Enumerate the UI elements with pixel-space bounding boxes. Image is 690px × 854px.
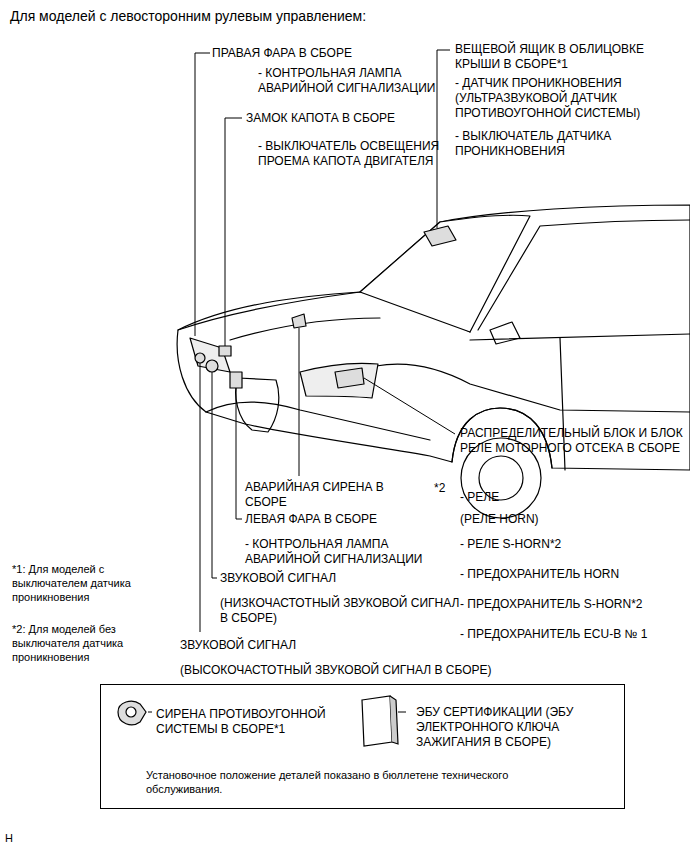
leader-line [236,388,242,519]
part-label: ЗВУКОВОЙ СИГНАЛ [180,638,380,653]
leader-line [148,712,152,713]
legend-box: СИРЕНА ПРОТИВОУГОННОЙ СИСТЕМЫ В СБОРЕ*1 Э… [100,684,625,809]
horn-low [206,360,218,372]
part-label: ВЕЩЕВОЙ ЯЩИК В ОБЛИЦОВКЕ КРЫШИ В СБОРЕ*1 [455,42,685,72]
sub-label: (НИЗКОЧАСТОТНЫЙ ЗВУКОВОЙ СИГНАЛ В СБОРЕ) [220,596,460,626]
sub-label: - КОНТРОЛЬНАЯ ЛАМПА АВАРИЙНОЙ СИГНАЛИЗАЦ… [258,66,458,96]
part-label: ЗВУКОВОЙ СИГНАЛ [220,571,420,586]
sub-label: - ВЫКЛЮЧАТЕЛЬ ОСВЕЩЕНИЯ ПРОЕМА КАПОТА ДВ… [258,139,448,169]
siren-icon-detail [126,707,136,717]
footnote: *1: Для моделей с выключателем датчика п… [12,563,172,604]
leader-line [398,712,406,713]
siren [230,372,242,388]
footnote-mark: *2 [434,481,464,496]
leader-line [195,53,210,336]
fender-line [376,364,690,412]
sub-label: - РЕЛЕ [460,490,660,505]
sub-label: (ВЫСОКОЧАСТОТНЫЙ ЗВУКОВОЙ СИГНАЛ В СБОРЕ… [180,663,510,678]
part-label: АВАРИЙНАЯ СИРЕНА В СБОРЕ [245,480,420,510]
hood-lock [219,346,231,356]
leader-line [225,118,242,346]
part-label: ЛЕВАЯ ФАРА В СБОРЕ [245,512,435,527]
horn-high [195,353,205,363]
leader-line [212,372,217,578]
sub-label: - ПРЕДОХРАНИТЕЛЬ ECU-B № 1 [460,627,685,642]
part-label: ЗАМОК КАПОТА В СБОРЕ [246,111,446,126]
left-headlamp [300,363,378,398]
siren-icon [118,701,146,725]
leader-line [200,363,201,632]
part-label: ЭБУ СЕРТИФИКАЦИИ (ЭБУ ЭЛЕКТРОННОГО КЛЮЧА… [416,705,601,750]
ecu-icon [362,696,392,746]
relay-block [335,368,364,388]
footnote: *2: Для моделей без выключателя датчика … [12,623,172,664]
leader-line [364,378,455,434]
part-label: ПРАВАЯ ФАРА В СБОРЕ [212,46,442,61]
sub-label: - ПРЕДОХРАНИТЕЛЬ HORN [460,567,660,582]
part-label: РАСПРЕДЕЛИТЕЛЬНЫЙ БЛОК И БЛОК РЕЛЕ МОТОР… [460,426,685,456]
sub-label: - КОНТРОЛЬНАЯ ЛАМПА АВАРИЙНОЙ СИГНАЛИЗАЦ… [245,537,455,567]
bumper-line [206,402,430,440]
car-body [177,205,690,470]
ecu-icon-edge [390,696,398,744]
part-label: СИРЕНА ПРОТИВОУГОННОЙ СИСТЕМЫ В СБОРЕ*1 [156,707,331,737]
note-text: Установочное положение деталей показано … [146,769,586,797]
sub-label: - ДАТЧИК ПРОНИКНОВЕНИЯ (УЛЬТРАЗВУКОВОЙ Д… [455,76,685,121]
title: Для моделей с левосторонним рулевым упра… [10,8,650,26]
sub-label: - ПРЕДОХРАНИТЕЛЬ S-HORN*2 [460,597,660,612]
sub-label: (РЕЛЕ HORN) [460,512,660,527]
figure-code: H [5,832,25,846]
sub-label: - ВЫКЛЮЧАТЕЛЬ ДАТЧИКА ПРОНИКНОВЕНИЯ [455,129,685,159]
right-headlamp [190,338,230,372]
belt-line [470,334,690,340]
sub-label: - РЕЛЕ S-HORN*2 [460,537,660,552]
windshield [360,215,530,332]
leader-line [299,328,300,476]
mirror [490,322,520,344]
side-window [478,220,690,330]
roof-console [424,226,456,246]
hood-switch [292,314,306,328]
